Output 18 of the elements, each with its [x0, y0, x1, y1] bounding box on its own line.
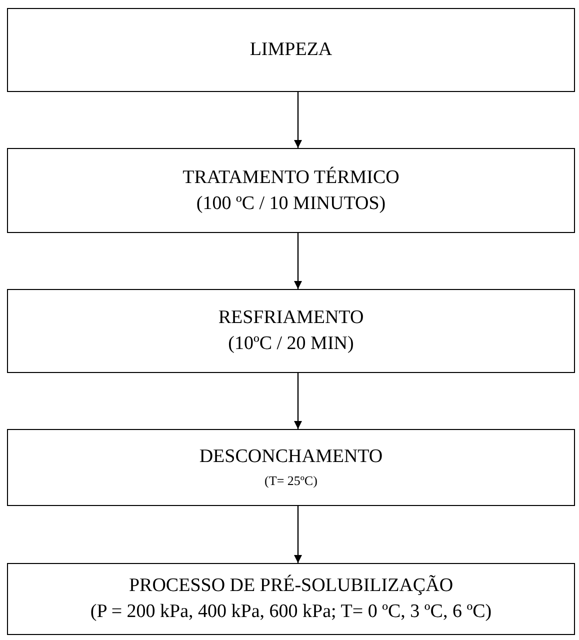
arrow: [294, 92, 302, 148]
arrow: [294, 373, 302, 429]
process-box: [7, 429, 575, 506]
arrow: [294, 233, 302, 289]
process-box: [7, 148, 575, 233]
step-title: DESCONCHAMENTO: [199, 444, 383, 468]
process-box: [7, 289, 575, 373]
step-title: TRATAMENTO TÉRMICO: [182, 166, 400, 190]
step-title: RESFRIAMENTO: [218, 306, 364, 330]
step-conditions: (T= 25ºC): [264, 472, 318, 490]
step-conditions: (10ºC / 20 MIN): [228, 332, 354, 356]
step-title: LIMPEZA: [250, 38, 332, 62]
process-box: [7, 563, 575, 635]
arrow: [294, 506, 302, 563]
process-box: [7, 8, 575, 92]
step-conditions: (100 ºC / 10 MINUTOS): [196, 192, 386, 216]
step-conditions: (P = 200 kPa, 400 kPa, 600 kPa; T= 0 ºC, 3 ºC, 6 ºC): [90, 600, 492, 624]
step-title: PROCESSO DE PRÉ-SOLUBILIZAÇÃO: [128, 574, 454, 598]
